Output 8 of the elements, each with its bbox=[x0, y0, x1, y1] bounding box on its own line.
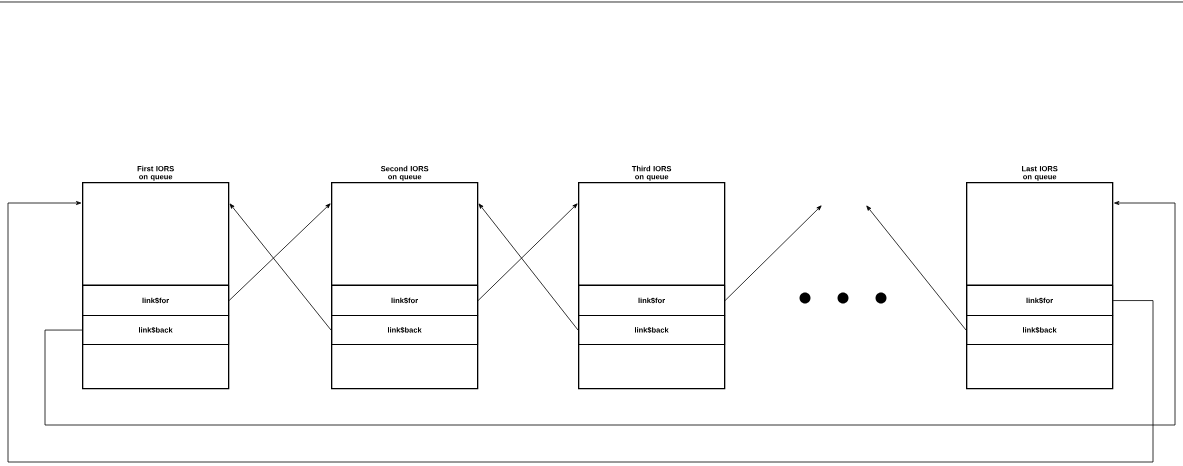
arrow bbox=[228, 203, 331, 301]
arrow bbox=[724, 205, 822, 301]
arrow bbox=[478, 203, 579, 331]
arrow bbox=[7, 201, 1154, 463]
arrow bbox=[477, 203, 578, 301]
arrow bbox=[44, 201, 1176, 426]
arrow bbox=[866, 205, 967, 331]
arrow bbox=[229, 203, 332, 331]
